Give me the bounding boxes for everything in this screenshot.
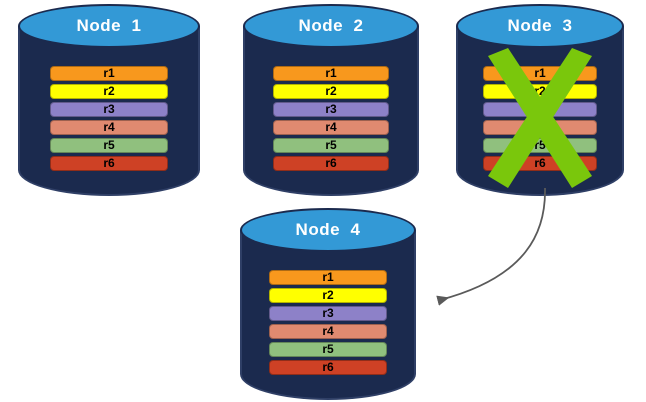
node-4-row-r1[interactable]: r1: [269, 270, 387, 285]
node-2-row-r5[interactable]: r5: [273, 138, 389, 153]
node-2-rows: r1 r2 r3 r4 r5 r6: [243, 66, 419, 171]
node-2-label: Node 2: [298, 16, 364, 35]
node-2-row-r3[interactable]: r3: [273, 102, 389, 117]
node-3-row-r2[interactable]: r2: [483, 84, 597, 99]
node-1-row-r4[interactable]: r4: [50, 120, 168, 135]
node-2-row-r1[interactable]: r1: [273, 66, 389, 81]
node-1-row-r5[interactable]: r5: [50, 138, 168, 153]
node-4-row-r2[interactable]: r2: [269, 288, 387, 303]
node-3-rows: r1 r2 r3 r4 r5 r6: [456, 66, 624, 171]
node-4-row-r3[interactable]: r3: [269, 306, 387, 321]
node-1-row-r3[interactable]: r3: [50, 102, 168, 117]
node-4-row-r4[interactable]: r4: [269, 324, 387, 339]
node-3-row-r3[interactable]: r3: [483, 102, 597, 117]
node-2-row-r6[interactable]: r6: [273, 156, 389, 171]
node-3-row-r4[interactable]: r4: [483, 120, 597, 135]
node-4-cylinder-top: [240, 208, 416, 252]
node-1-rows: r1 r2 r3 r4 r5 r6: [18, 66, 200, 171]
node-3-row-r1[interactable]: r1: [483, 66, 597, 81]
node-4-row-r6[interactable]: r6: [269, 360, 387, 375]
node-3-label: Node 3: [507, 16, 573, 35]
node-4-label: Node 4: [295, 220, 361, 239]
node-1-row-r6[interactable]: r6: [50, 156, 168, 171]
node-3-row-r5[interactable]: r5: [483, 138, 597, 153]
node-4-row-r5[interactable]: r5: [269, 342, 387, 357]
node-2-row-r4[interactable]: r4: [273, 120, 389, 135]
node-4-rows: r1 r2 r3 r4 r5 r6: [240, 270, 416, 375]
node-1-row-r2[interactable]: r2: [50, 84, 168, 99]
node-2-row-r2[interactable]: r2: [273, 84, 389, 99]
node-3-cylinder-top: [456, 4, 624, 48]
node-3-row-r6[interactable]: r6: [483, 156, 597, 171]
node-1-row-r1[interactable]: r1: [50, 66, 168, 81]
node-1-label: Node 1: [76, 16, 142, 35]
node-1-cylinder-top: [18, 4, 200, 48]
node-2-cylinder-top: [243, 4, 419, 48]
